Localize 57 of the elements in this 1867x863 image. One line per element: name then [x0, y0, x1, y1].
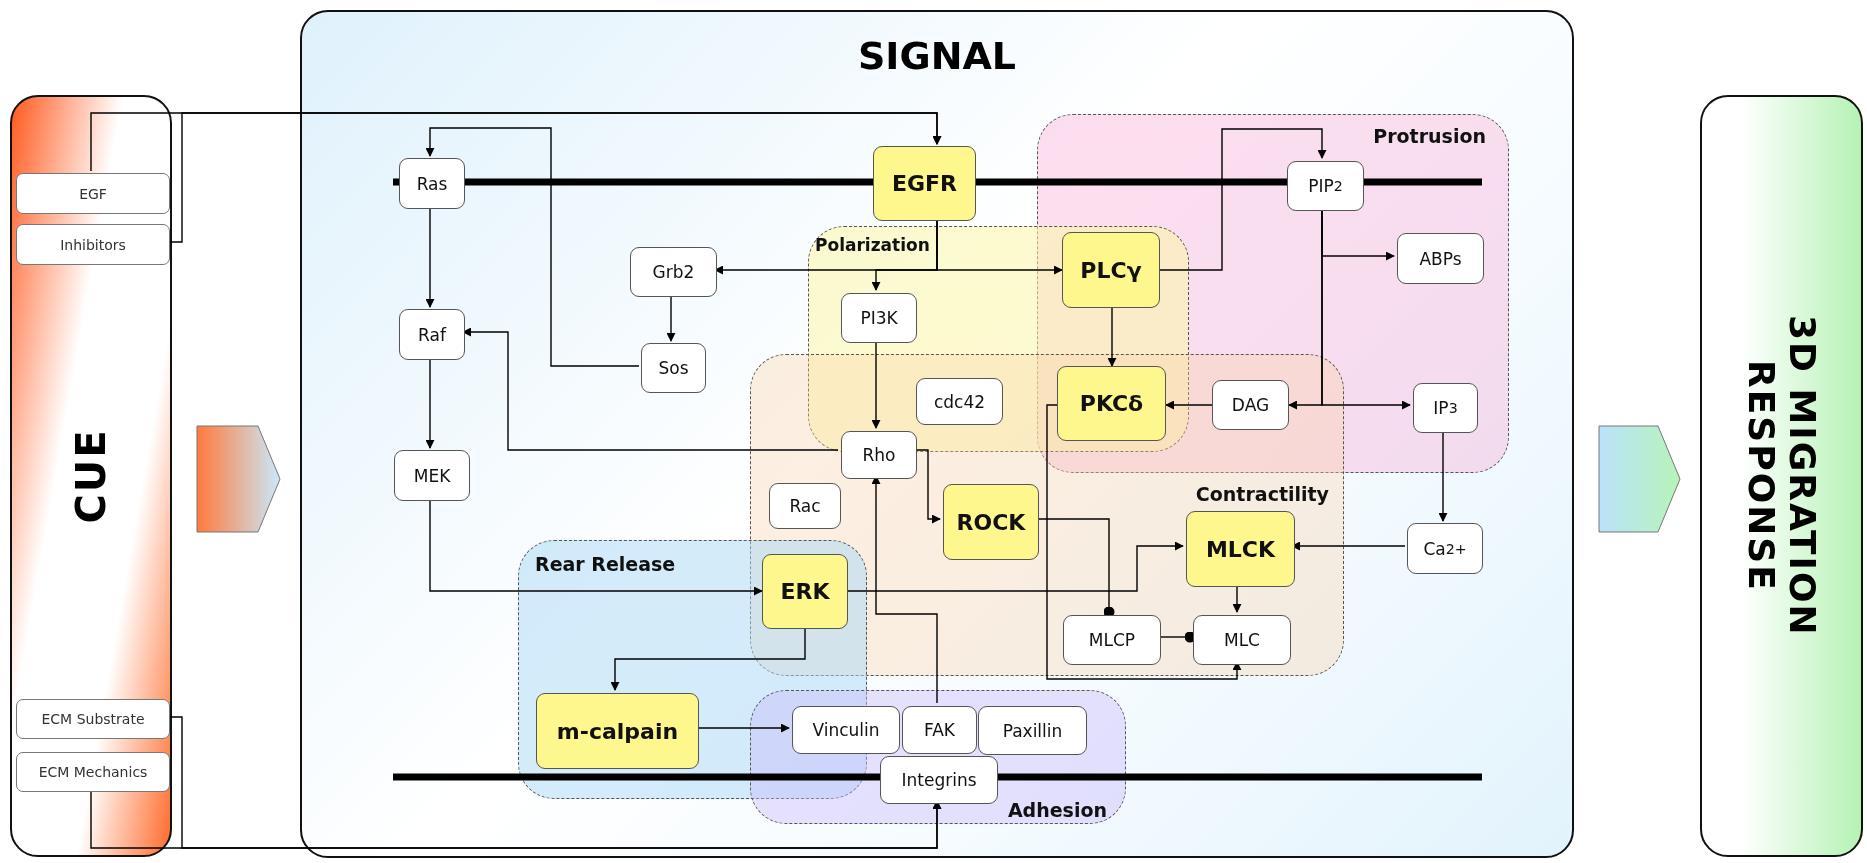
protein-box: MLCP: [1063, 615, 1161, 665]
protein-box: MLC: [1193, 615, 1291, 665]
arrow: [1165, 400, 1213, 410]
protein-box: ERK: [762, 554, 848, 629]
protein-box: MLCK: [1186, 511, 1295, 587]
cue-box: EGF: [16, 173, 170, 214]
region-label: Adhesion: [1007, 799, 1107, 821]
arrow: [1107, 307, 1117, 367]
region-label: Polarization: [815, 235, 930, 255]
protein-box: Integrins: [880, 756, 998, 804]
arrow: [462, 327, 839, 451]
block-arrow: [196, 425, 281, 533]
region-box: [750, 690, 1126, 824]
protein-box: PKCδ: [1057, 366, 1166, 441]
panel-title: SIGNAL: [857, 34, 1017, 78]
protein-box: ROCK: [943, 484, 1039, 560]
protein-box: Vinculin: [792, 706, 900, 754]
cue-box: Inhibitors: [16, 224, 170, 265]
block-arrow: [1598, 425, 1681, 533]
cue-box: ECM Mechanics: [16, 752, 170, 792]
arrow: [425, 127, 640, 367]
panel-title: 3D MIGRATION RESPONSE: [1740, 314, 1823, 639]
arrow: [429, 498, 763, 596]
arrow: [1046, 404, 1242, 680]
panel-title: CUE: [68, 428, 114, 524]
signal-panel: [300, 10, 1574, 858]
protein-box: cdc42: [916, 378, 1003, 425]
protein-box: PI3K: [841, 293, 917, 343]
arrow: [610, 628, 806, 691]
arrow: [167, 716, 942, 849]
arrow: [847, 541, 1184, 592]
protein-box: Ras: [399, 158, 465, 209]
protein-box: Sos: [641, 343, 706, 393]
protein-box: DAG: [1212, 380, 1289, 430]
region-label: Protrusion: [1373, 125, 1486, 147]
response-panel: [1700, 95, 1863, 857]
protein-box: Paxillin: [978, 706, 1087, 755]
arrow: [167, 112, 942, 243]
protein-box: Grb2: [630, 247, 717, 297]
protein-box: EGFR: [873, 146, 976, 221]
region-label: Contractility: [1195, 483, 1329, 505]
protein-box: Raf: [399, 309, 465, 360]
region-label: Rear Release: [535, 553, 676, 575]
protein-box: FAK: [902, 706, 977, 754]
arrow: [425, 206, 435, 308]
arrow: [1159, 128, 1327, 271]
arrow: [425, 357, 435, 449]
protein-box: Rho: [841, 431, 917, 479]
cue-panel: [10, 95, 172, 857]
protein-box: PLCγ: [1062, 232, 1160, 308]
protein-box: ABPs: [1397, 233, 1484, 284]
protein-box: Rac: [769, 483, 841, 529]
arrow: [936, 218, 1063, 275]
arrow: [666, 294, 676, 342]
protein-box: m-calpain: [536, 693, 699, 769]
cue-box: ECM Substrate: [16, 699, 170, 739]
protein-box: MEK: [394, 450, 470, 501]
